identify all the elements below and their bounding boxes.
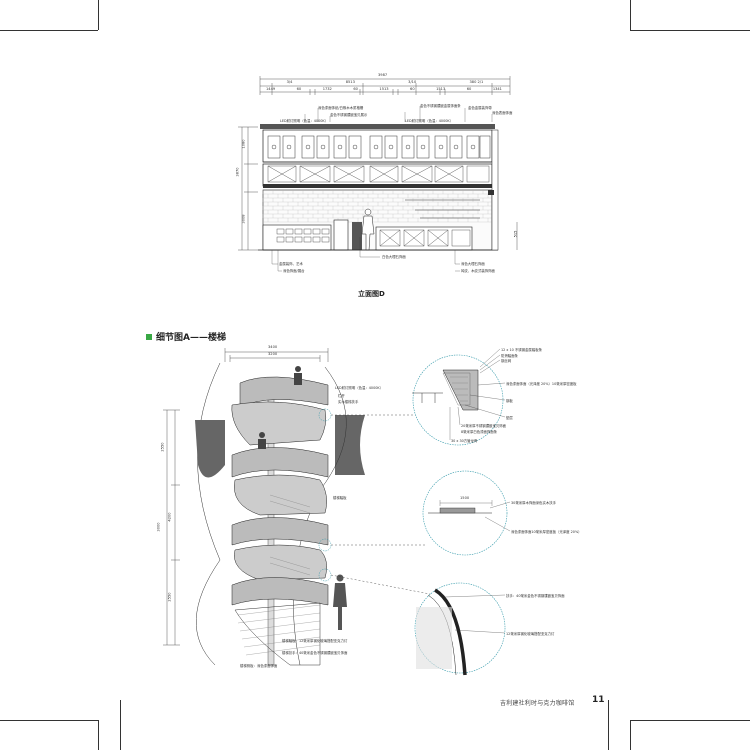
crop-mark-br-v (630, 720, 631, 750)
stair-detail-svg (163, 348, 511, 676)
elevation-label-top-3: 金色不锈钢镶嵌金属饰面条 (420, 104, 461, 108)
stair-figure-top (294, 366, 302, 385)
crop-mark-tr-v (630, 0, 631, 30)
elevation-svg (238, 76, 518, 272)
crop-mark-br2-v (608, 700, 609, 750)
detail-title-text: 细节图A——楼梯 (156, 333, 226, 343)
elevation-label-bottom-4: 砖纹，木纹式装饰饰面 (461, 269, 495, 273)
crop-mark-br-h (630, 720, 750, 721)
elevation-dim-left-2: 3008 (241, 214, 246, 224)
callout1-label-4: 钢板 (506, 399, 513, 403)
callout1-label-2: 钢丝网 (501, 359, 512, 363)
stair-label-center-3: 楼梯踏板 (333, 496, 347, 500)
callout1-label-3: 深色漆面饰面（光泽度 20%）10毫米厚密度板 (506, 382, 577, 386)
elevation-total-dim: 3987 (378, 73, 388, 77)
crop-mark-tl-v (98, 0, 99, 30)
stair-figure-bottom (333, 574, 347, 630)
detail-section-title: 细节图A——楼梯 (146, 330, 226, 343)
elevation-label-top-4: LED射灯照明（色温：4000K） (405, 119, 454, 123)
stair-dim-left-1: 3000 (156, 522, 161, 532)
stair-dim-left-3: 2550 (167, 592, 172, 602)
footer-page-number: 11 (592, 695, 605, 705)
elevation-dim-left-1: 1080 (241, 139, 246, 149)
crop-mark-bl-h (0, 720, 98, 721)
stair-figure-mid (258, 432, 266, 449)
stair-label-bottom-1: 楼梯扶手：40毫米金色不锈钢镶嵌宝贝饰面 (282, 651, 348, 655)
callout2-label-2: 深色漆面饰面10毫米厚密度板（光泽度 20%） (511, 530, 582, 534)
callout2-label-1: 1500 (460, 496, 470, 500)
elevation-drawing: 3987 3/4 8513 3/10 380 2/1 1449 60 1732 … (230, 72, 530, 287)
stair-dim-left-0: 2550 (160, 442, 165, 452)
callout1-label-0: 12 x 10 不锈钢金属踏板条 (501, 348, 542, 352)
elevation-label-bottom-1: 深色饰面/展台 (283, 269, 305, 273)
stair-label-bottom-0: 楼梯踏板：12毫米厚钢化玻璃搭配亚克力灯 (282, 639, 348, 643)
crop-mark-tr-h (630, 30, 750, 31)
elevation-label-bottom-0: 金属装饰，艺术 (279, 262, 303, 266)
callout1-label-6: 20毫米厚不锈钢镶嵌宝贝饰面 (461, 424, 507, 428)
stair-label-center-1: 栏杆 (338, 394, 345, 398)
stair-dim-top-0: 3400 (268, 345, 278, 349)
elevation-label-top-0: LED射灯照明（色温：4000K） (280, 119, 329, 123)
callout1-label-7: 8毫米厚白色漆面饰面条 (461, 430, 498, 434)
elevation-dim-right-0: 515 (513, 230, 518, 238)
stair-label-center-2: 实木楼梯扶手 (338, 400, 359, 404)
stair-label-bottom-2: 楼梯侧板：深色漆面饰面 (240, 664, 278, 668)
callout3-label-1: 12毫米厚钢化玻璃搭配亚克力灯 (506, 632, 555, 636)
stair-label-center-0: LED射灯照明（色温：4000K） (335, 386, 384, 390)
stair-detail-drawing: 3400 3200 2550 3000 4200 2550 LED射灯照明（色温… (156, 345, 610, 690)
elevation-dim-left-0: 3870 (235, 167, 240, 177)
callout3-label-0: 扶手：40毫米金色不锈钢镶嵌宝贝饰面 (506, 594, 565, 598)
upper-cabinet-doors (267, 135, 491, 159)
elevation-label-top-5: 金色金属装饰带 (468, 106, 492, 110)
crop-mark-tl-h (0, 30, 98, 31)
elevation-label-top-2: 金色不锈钢镶嵌宝贝展示 (330, 113, 368, 117)
crop-mark-bl-v (98, 720, 99, 750)
callout1-label-1: 防滑踏面条 (501, 354, 518, 358)
stair-dim-left-2: 4200 (167, 512, 172, 522)
footer-book-title: 吉利建社利时与克力咖啡馆 (500, 700, 575, 707)
elevation-dims-second: 1449 60 1732 60 1513 60 1513 60 1341 (266, 87, 502, 91)
crop-mark-bl2-v (120, 700, 121, 750)
section-bullet-icon (146, 333, 152, 340)
elevation-label-top-1: 深色漆面饰纸/白橡木木质格栅 (318, 106, 364, 110)
callout1-label-8: 30 x 30方管龙骨 (451, 439, 478, 443)
elevation-caption: 立面图D (358, 290, 385, 298)
callout1-label-5: 垫层 (506, 416, 513, 420)
elevation-label-bottom-2: 白色大理石饰面 (382, 255, 406, 259)
elevation-dims-top: 3/4 8513 3/10 380 2/1 (286, 80, 484, 84)
stair-dim-top-1: 3200 (268, 352, 278, 356)
elevation-label-bottom-3: 深色大理石饰面 (461, 262, 485, 266)
callout2-label-0: 30毫米厚木饰面深色实木扶手 (511, 501, 557, 505)
elevation-label-top-6: 深色表面饰面 (492, 111, 513, 115)
